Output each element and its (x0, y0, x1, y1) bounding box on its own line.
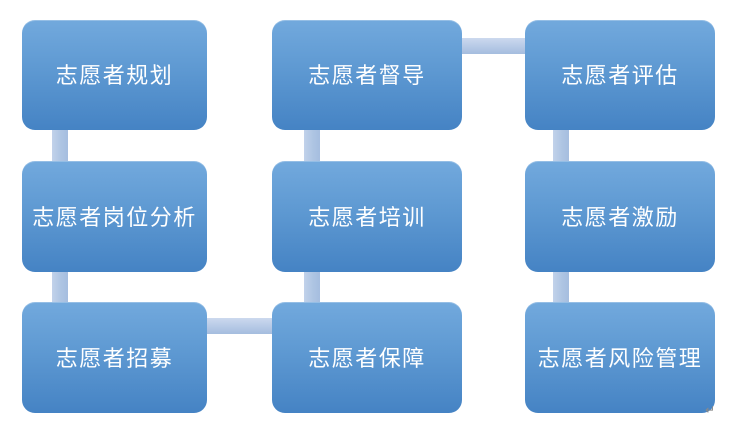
node-label: 志愿者规划 (55, 63, 174, 88)
connector-supervision-evaluation (460, 38, 527, 54)
node-volunteer-motivation[interactable]: 志愿者激励 (525, 161, 715, 272)
connector-evaluation-motivation (553, 128, 569, 163)
connector-supervision-training (304, 128, 320, 163)
node-volunteer-risk-management[interactable]: 志愿者风险管理 (525, 302, 715, 413)
node-label: 志愿者岗位分析 (32, 204, 197, 230)
node-volunteer-support[interactable]: 志愿者保障 (272, 302, 462, 413)
node-volunteer-recruitment[interactable]: 志愿者招募 (22, 302, 207, 413)
node-volunteer-supervision[interactable]: 志愿者督导 (272, 20, 462, 130)
node-volunteer-training[interactable]: 志愿者培训 (272, 161, 462, 272)
node-label: 志愿者督导 (308, 63, 426, 88)
node-label: 志愿者评估 (561, 63, 679, 88)
connector-planning-analysis (52, 128, 68, 163)
paragraph-return-mark: ↵ (705, 403, 716, 417)
node-volunteer-planning[interactable]: 志愿者规划 (22, 20, 207, 130)
connector-analysis-recruitment (52, 270, 68, 304)
node-label: 志愿者保障 (308, 345, 426, 371)
connector-recruitment-support (205, 318, 274, 334)
node-label: 志愿者培训 (308, 204, 426, 230)
node-label: 志愿者招募 (55, 345, 174, 371)
node-label: 志愿者风险管理 (537, 345, 703, 371)
connector-motivation-risk (553, 270, 569, 304)
node-volunteer-position-analysis[interactable]: 志愿者岗位分析 (22, 161, 207, 272)
node-label: 志愿者激励 (561, 204, 679, 230)
connector-training-support (304, 270, 320, 304)
node-volunteer-evaluation[interactable]: 志愿者评估 (525, 20, 715, 130)
